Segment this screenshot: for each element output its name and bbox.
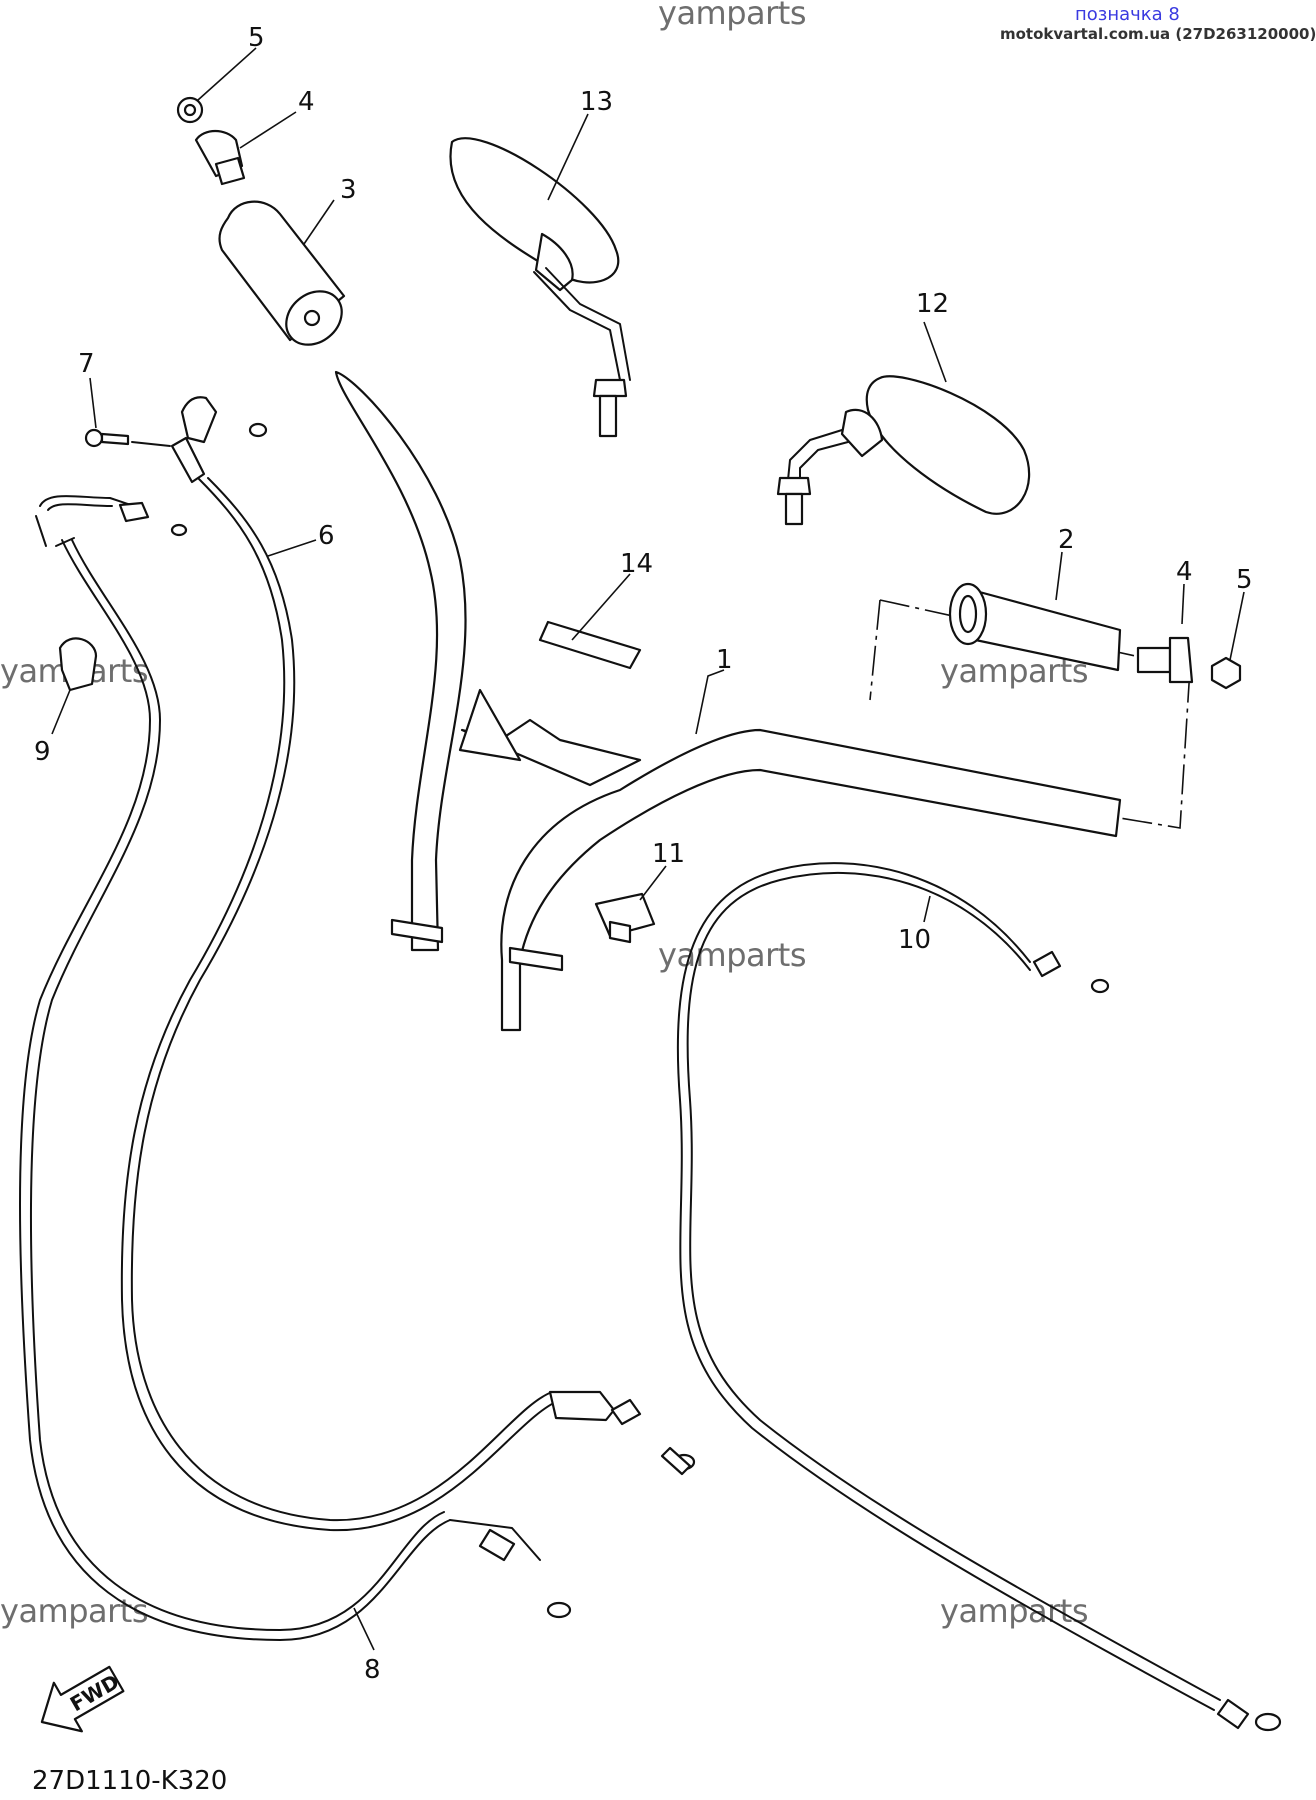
nut-5-right[interactable] xyxy=(1210,656,1242,690)
watermark: yamparts xyxy=(658,936,807,974)
nut-5-left[interactable] xyxy=(176,96,204,124)
bolt-7[interactable] xyxy=(84,428,171,448)
throttle-cable-8[interactable] xyxy=(19,495,572,1641)
header-source: motokvartal.com.ua (27D263120000) xyxy=(1000,25,1316,43)
callout-2: 2 xyxy=(1058,525,1075,555)
leader-lines xyxy=(51,47,1245,1651)
callout-1: 1 xyxy=(716,645,733,675)
grip-2[interactable] xyxy=(948,582,1122,672)
watermark: yamparts xyxy=(0,1592,149,1630)
header-note: позначка 8 xyxy=(1075,4,1180,25)
throttle-cable-6[interactable] xyxy=(120,396,696,1532)
callout-5-left: 5 xyxy=(248,23,265,53)
fwd-arrow-icon: FWD xyxy=(40,1665,125,1733)
callout-labels: 5 4 3 13 12 14 1 2 4 5 6 7 9 8 10 11 xyxy=(34,23,1253,1685)
diagram-code: 27D1110-K320 xyxy=(32,1766,228,1796)
callout-4-left: 4 xyxy=(298,87,315,117)
mirror-12[interactable] xyxy=(776,375,1031,526)
callout-6: 6 xyxy=(318,521,335,551)
callout-3: 3 xyxy=(340,175,357,205)
mirror-13[interactable] xyxy=(449,137,631,438)
callout-14: 14 xyxy=(620,549,653,579)
callout-8: 8 xyxy=(364,1655,381,1685)
grip-end-4-right[interactable] xyxy=(1136,636,1194,684)
callout-12: 12 xyxy=(916,289,949,319)
callout-5-right: 5 xyxy=(1236,565,1253,595)
callout-13: 13 xyxy=(580,87,613,117)
watermark-top: yamparts xyxy=(658,0,807,32)
callout-7: 7 xyxy=(78,349,95,379)
grip-3[interactable] xyxy=(218,200,353,356)
plate-14[interactable] xyxy=(538,620,642,670)
callout-4-right: 4 xyxy=(1176,557,1193,587)
handlebar-1[interactable] xyxy=(334,370,1191,1032)
callout-9: 9 xyxy=(34,737,51,767)
callout-10: 10 xyxy=(898,925,931,955)
clip-9[interactable] xyxy=(58,637,98,692)
grip-end-4-left[interactable] xyxy=(194,129,246,186)
callout-11: 11 xyxy=(652,839,685,869)
clutch-cable-10[interactable] xyxy=(676,862,1282,1732)
clamp-11[interactable] xyxy=(594,892,656,944)
